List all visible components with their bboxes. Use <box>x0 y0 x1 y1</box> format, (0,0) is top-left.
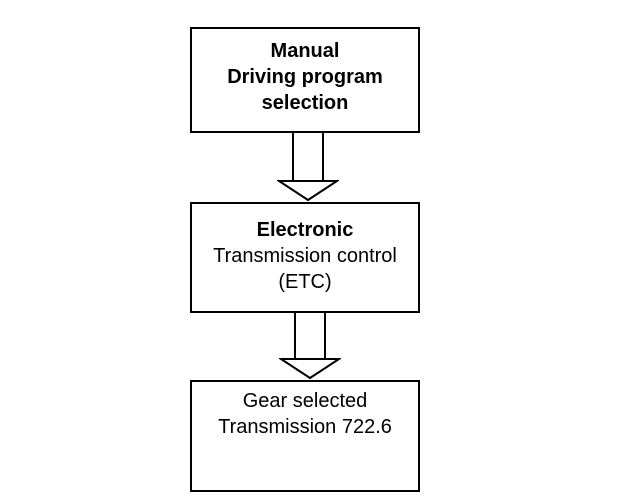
flow-node-electronic-transmission-control: Electronic Transmission control (ETC) <box>190 202 420 313</box>
node-text-line: Gear selected <box>242 390 368 412</box>
node-text-line: Manual <box>270 40 340 62</box>
node-text-line: selection <box>261 92 349 114</box>
node-text-line: Transmission control <box>213 245 397 267</box>
down-arrow-icon <box>279 313 341 380</box>
node-text-line: Electronic <box>256 219 354 241</box>
node-text-line: Driving program <box>227 66 383 88</box>
flow-node-gear-selected: Gear selected Transmission 722.6 <box>190 380 420 492</box>
flow-node-manual-selection: Manual Driving program selection <box>190 27 420 133</box>
node-text-line: (ETC) <box>278 271 332 293</box>
node-text-line: Transmission 722.6 <box>218 416 392 438</box>
down-arrow-icon <box>277 133 339 202</box>
